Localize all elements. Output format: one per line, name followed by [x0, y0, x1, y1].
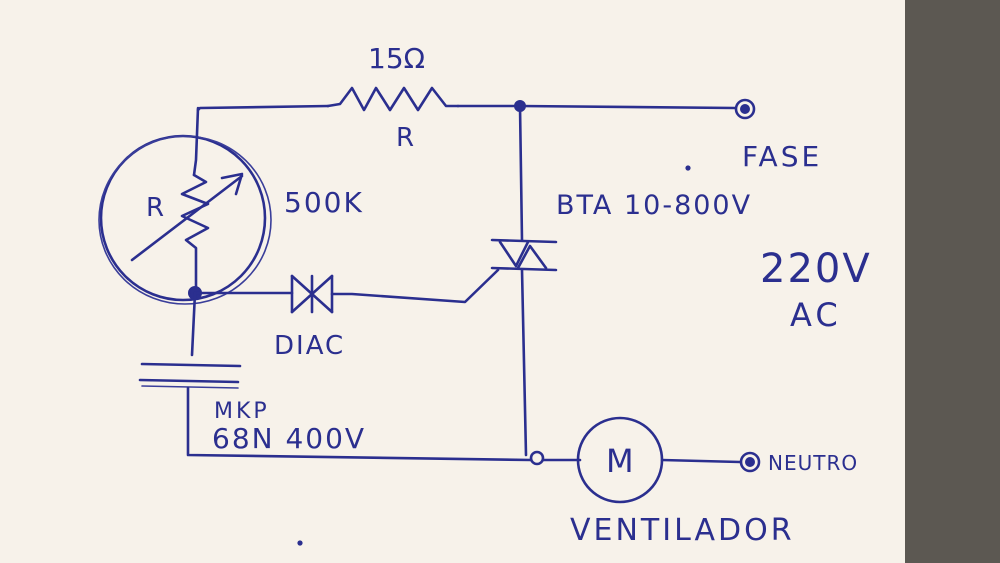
- capacitor-plate-bottom: [138, 378, 240, 384]
- wire-to-neutral: [660, 458, 742, 464]
- triac-label: BTA 10-800V: [556, 190, 752, 221]
- neutral-terminal: [739, 451, 761, 473]
- phase-terminal: [734, 98, 756, 120]
- wire-triac-upper: [518, 104, 524, 242]
- pot-arrow: [130, 174, 244, 262]
- node-bottom: [529, 450, 545, 466]
- triac-symbol: [490, 238, 558, 272]
- pot-name-label: R: [146, 193, 164, 223]
- resistor-zigzag: [326, 86, 460, 112]
- wire-triac-lower: [520, 268, 528, 457]
- capacitor-plate-top: [140, 362, 242, 368]
- capacitor-type-label: MKP: [214, 399, 270, 424]
- pot-lead: [192, 106, 200, 177]
- wire-diac-to-gate: [330, 268, 500, 304]
- diac-symbol: [290, 274, 334, 314]
- potentiometer-circle-outer: [98, 135, 272, 305]
- pot-arrowhead: [220, 172, 244, 196]
- pot-value-label: 500K: [284, 186, 364, 219]
- neutral-label: NEUTRO: [768, 451, 858, 475]
- wire-bottom-left: [186, 386, 533, 462]
- diac-label: DIAC: [274, 331, 345, 361]
- resistor-value-label: 15Ω: [368, 42, 425, 75]
- fan-label: VENTILADOR: [570, 513, 795, 548]
- ink-dot-1: [685, 165, 691, 171]
- phase-label: FASE: [742, 140, 822, 173]
- voltage-label: 220V: [760, 246, 872, 292]
- ink-dot-2: [297, 540, 303, 546]
- capacitor-value-label: 68N 400V: [212, 422, 366, 455]
- pot-zigzag: [180, 173, 210, 294]
- resistor-name-label: R: [396, 123, 414, 153]
- capacitor-plate-bottom-2: [141, 385, 239, 389]
- wire-to-capacitor: [190, 291, 197, 357]
- voltage-type-label: AC: [790, 296, 842, 334]
- paper-shadow: [905, 0, 1000, 563]
- motor-label: M: [606, 442, 634, 480]
